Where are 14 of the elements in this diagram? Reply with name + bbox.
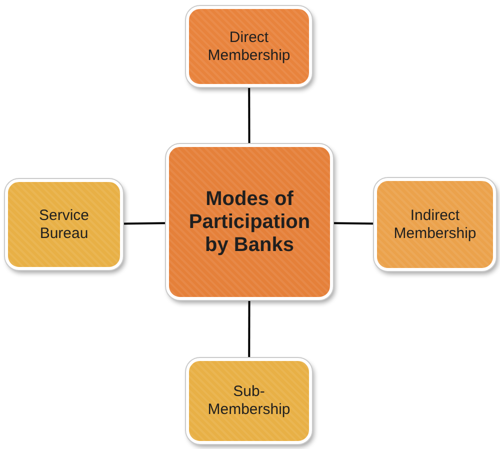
node-label: Service Bureau: [38, 206, 90, 244]
node-label: Sub-Membership: [206, 382, 292, 420]
topic-box: [186, 358, 312, 444]
central-topic-box: [166, 144, 333, 300]
topic-box: [5, 179, 123, 270]
topic-box: [186, 6, 312, 87]
connector-line: [332, 222, 374, 225]
connector-line: [122, 222, 166, 225]
topic-box: [374, 178, 496, 271]
node-label: Direct Membership: [206, 28, 292, 66]
node-label: Indirect Membership: [392, 206, 478, 244]
connector-line: [248, 87, 250, 144]
node-label: Modes of Participation by Banks: [188, 186, 312, 258]
connector-line: [248, 300, 250, 358]
